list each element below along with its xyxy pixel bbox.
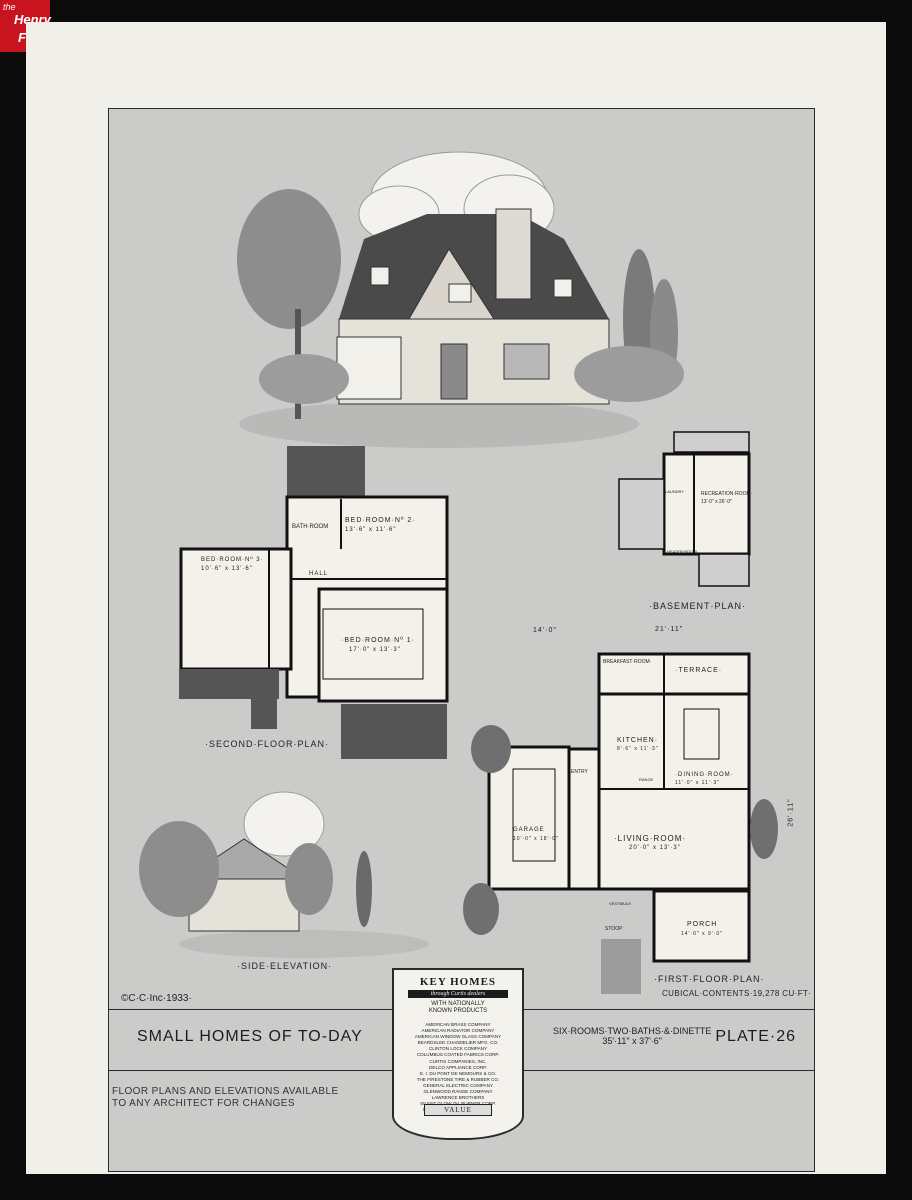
porch-label: PORCH — [687, 921, 718, 928]
sponsor-item: SILENT GLOW OIL BURNER CORP. — [410, 1101, 506, 1107]
sponsor-item: COLUMBUS COATED FABRICS CORP. — [416, 1052, 500, 1058]
sponsor-item: DELCO APPLIANCE CORP. — [429, 1064, 487, 1070]
living-room-size: 20'·0" x 13'·3" — [629, 845, 681, 851]
badge-footer: VALUE — [424, 1104, 492, 1116]
plate-number: PLATE·26 — [715, 1028, 796, 1045]
plate-illustration — [139, 151, 778, 994]
dimension-width-a: 14'·0" — [533, 627, 557, 634]
summary-dimensions: 35'·11" x 37'·6" — [602, 1036, 663, 1046]
entry-label: ENTRY — [571, 769, 588, 775]
recreation-room-size: 13'·0" x 26'·0" — [701, 499, 732, 505]
bath-room-label: BATH·ROOM — [292, 524, 329, 530]
summary-rooms: SIX·ROOMS·TWO·BATHS·&·DINETTE — [553, 1026, 712, 1036]
bed-room-2-size: 13'·6" x 11'·6" — [345, 527, 397, 533]
vestibule-label: VESTIBULE — [609, 901, 632, 906]
sponsor-item: AMERICAN BRASS COMPANY — [425, 1022, 491, 1027]
badge-tagline-line-2: KNOWN PRODUCTS — [428, 1008, 488, 1014]
sponsor-item: CLINTON LOCK COMPANY — [428, 1046, 488, 1052]
basement-plan — [618, 431, 751, 587]
dining-room-label: ·DINING·ROOM· — [675, 772, 734, 778]
side-elevation-label: ·SIDE·ELEVATION· — [237, 961, 333, 971]
hall-label: HALL — [309, 571, 329, 577]
badge-tagline-line-1: WITH NATIONALLY — [431, 1001, 485, 1007]
sponsor-item: AMERICAN WINDOW GLASS COMPANY — [414, 1034, 502, 1040]
side-elevation-rendering — [139, 791, 429, 958]
dimension-width-b: 21'·11" — [655, 626, 684, 633]
series-title: SMALL HOMES OF TO-DAY — [137, 1028, 363, 1045]
key-homes-badge: KEY HOMES through Curtis dealers WITH NA… — [392, 968, 524, 1140]
footnote: FLOOR PLANS AND ELEVATIONS AVAILABLE TO … — [112, 1086, 339, 1110]
sponsor-item: LAWRENCE BROTHERS — [431, 1095, 485, 1101]
sponsor-item: THE FIRESTONE TIRE & RUBBER CO. — [416, 1076, 500, 1082]
catalog-plate: ·SECOND·FLOOR·PLAN· ·BASEMENT·PLAN· ·FIR… — [108, 108, 815, 1172]
garage-size: 10'·0" x 18'·0" — [513, 836, 559, 842]
range-label: RANGE — [639, 777, 654, 782]
sponsor-item: CURTIS COMPANIES, INC. — [429, 1058, 487, 1064]
terrace-label: ·TERRACE· — [675, 667, 723, 674]
breakfast-room-label: BREAKFAST·ROOM· — [603, 659, 652, 665]
bed-room-1-size: 17'·0" x 13'·3" — [349, 647, 401, 653]
house-summary: SIX·ROOMS·TWO·BATHS·&·DINETTE 35'·11" x … — [553, 1026, 711, 1046]
house-front-rendering — [237, 151, 684, 448]
bed-room-3-label: BED·ROOM·Nº 3· — [201, 557, 264, 563]
first-floor-plan-label: ·FIRST·FLOOR·PLAN· — [654, 974, 765, 984]
bed-room-3-size: 10'·6" x 13'·6" — [201, 566, 253, 572]
bed-room-2-label: BED·ROOM·Nº 2· — [345, 517, 416, 524]
living-room-label: ·LIVING·ROOM· — [614, 834, 687, 843]
footnote-line-1: FLOOR PLANS AND ELEVATIONS AVAILABLE — [112, 1086, 339, 1097]
sponsor-item: BEARDSLEE CHANDELIER MFG. CO. — [417, 1040, 499, 1046]
sponsor-item: GENERAL ELECTRIC COMPANY — [423, 1082, 493, 1088]
heater-room-label: HEATER·ROOM — [667, 549, 697, 554]
sponsor-item: GLENWOOD RANGE COMPANY — [423, 1089, 493, 1095]
porch-size: 14'·0" x 9'·0" — [681, 931, 723, 937]
second-floor-plan — [179, 446, 449, 759]
cubical-contents-label: CUBICAL·CONTENTS·19,278 CU·FT· — [662, 989, 812, 998]
kitchen-size: 8'·6" x 11'·3" — [617, 746, 659, 752]
garage-label: GARAGE — [513, 827, 545, 833]
badge-tagline: WITH NATIONALLY KNOWN PRODUCTS — [394, 1001, 522, 1015]
badge-title: KEY HOMES — [419, 976, 497, 988]
copyright-notice: ©C·C·Inc·1933· — [121, 993, 192, 1004]
basement-plan-label: ·BASEMENT·PLAN· — [649, 601, 747, 611]
recreation-room-label: RECREATION·ROOM· — [701, 491, 753, 497]
kitchen-label: KITCHEN· — [617, 737, 659, 744]
second-floor-plan-label: ·SECOND·FLOOR·PLAN· — [205, 739, 330, 749]
footnote-line-2: TO ANY ARCHITECT FOR CHANGES — [112, 1098, 295, 1109]
logo-word-the: the — [3, 2, 16, 12]
sponsor-list: AMERICAN BRASS COMPANY AMERICAN RADIATOR… — [410, 1022, 506, 1113]
first-floor-plan — [463, 652, 778, 994]
badge-subtitle: through Curtis dealers — [408, 990, 508, 998]
laundry-label: LAUNDRY — [665, 489, 685, 494]
dining-room-size: 11'·0" x 11'·3" — [675, 780, 721, 786]
dimension-depth: 26'·11" — [787, 798, 795, 827]
sponsor-item: AMERICAN RADIATOR COMPANY — [421, 1028, 495, 1034]
bed-room-1-label: ·BED·ROOM·Nº 1· — [341, 637, 415, 644]
sponsor-item: E. I. DU PONT DE NEMOURS & CO. — [419, 1070, 497, 1076]
stoop-label: STOOP — [605, 926, 623, 932]
